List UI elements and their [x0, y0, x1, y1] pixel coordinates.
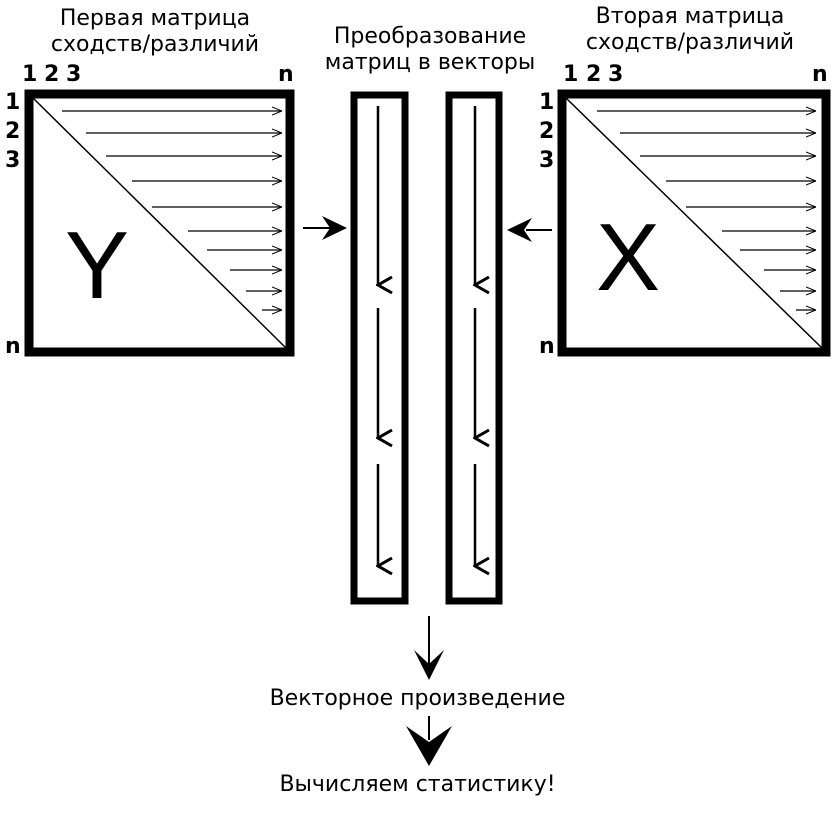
left-col-label-2: 2	[44, 62, 60, 87]
arrow-to-product	[414, 616, 444, 680]
left-row-label-1: 1	[5, 90, 21, 115]
vector-product-label: Векторное произведение	[269, 686, 566, 711]
right-matrix-title-line2: сходств/различий	[585, 30, 795, 55]
left-matrix-row-arrows	[62, 111, 282, 310]
right-row-label-n: n	[539, 334, 555, 359]
arrow-right-matrix-to-vector	[507, 218, 552, 242]
right-matrix-title-line1: Вторая матрица	[595, 4, 785, 29]
left-matrix-letter: Y	[65, 212, 129, 319]
center-title: Преобразование матриц в векторы	[305, 24, 555, 76]
right-col-label-2: 2	[586, 62, 602, 87]
left-matrix-diagonal	[32, 97, 287, 349]
arrow-to-result	[406, 716, 452, 766]
right-matrix-row-arrows	[597, 111, 816, 310]
right-col-label-n: n	[812, 62, 828, 87]
left-col-label-1: 1	[22, 62, 38, 87]
left-matrix-title-line2: сходств/различий	[50, 32, 260, 57]
left-row-label-2: 2	[5, 119, 21, 144]
right-col-label-1: 1	[563, 62, 579, 87]
left-row-label-n: n	[5, 334, 21, 359]
arrow-left-matrix-to-vector	[303, 216, 347, 240]
left-matrix-title-line1: Первая матрица	[59, 6, 251, 31]
result-label: Вычисляем статистику!	[279, 772, 556, 797]
right-matrix	[557, 89, 831, 357]
left-col-label-n: n	[278, 62, 294, 87]
right-col-label-3: 3	[608, 62, 624, 87]
left-matrix	[24, 89, 295, 357]
right-matrix-title: Вторая матрица сходств/различий	[565, 4, 815, 56]
center-title-line2: матриц в векторы	[324, 50, 536, 75]
right-row-label-3: 3	[539, 148, 555, 173]
right-matrix-diagonal	[565, 97, 823, 349]
right-row-label-2: 2	[539, 119, 555, 144]
left-col-label-3: 3	[66, 62, 82, 87]
right-vector-column	[445, 91, 503, 605]
left-matrix-title: Первая матрица сходств/различий	[30, 6, 280, 58]
right-matrix-frame	[557, 89, 831, 357]
center-title-line1: Преобразование	[333, 24, 527, 49]
right-row-label-1: 1	[539, 90, 555, 115]
left-vector-column	[350, 91, 409, 605]
left-matrix-frame	[24, 89, 295, 357]
left-row-label-3: 3	[5, 148, 21, 173]
right-matrix-letter: X	[596, 204, 660, 311]
